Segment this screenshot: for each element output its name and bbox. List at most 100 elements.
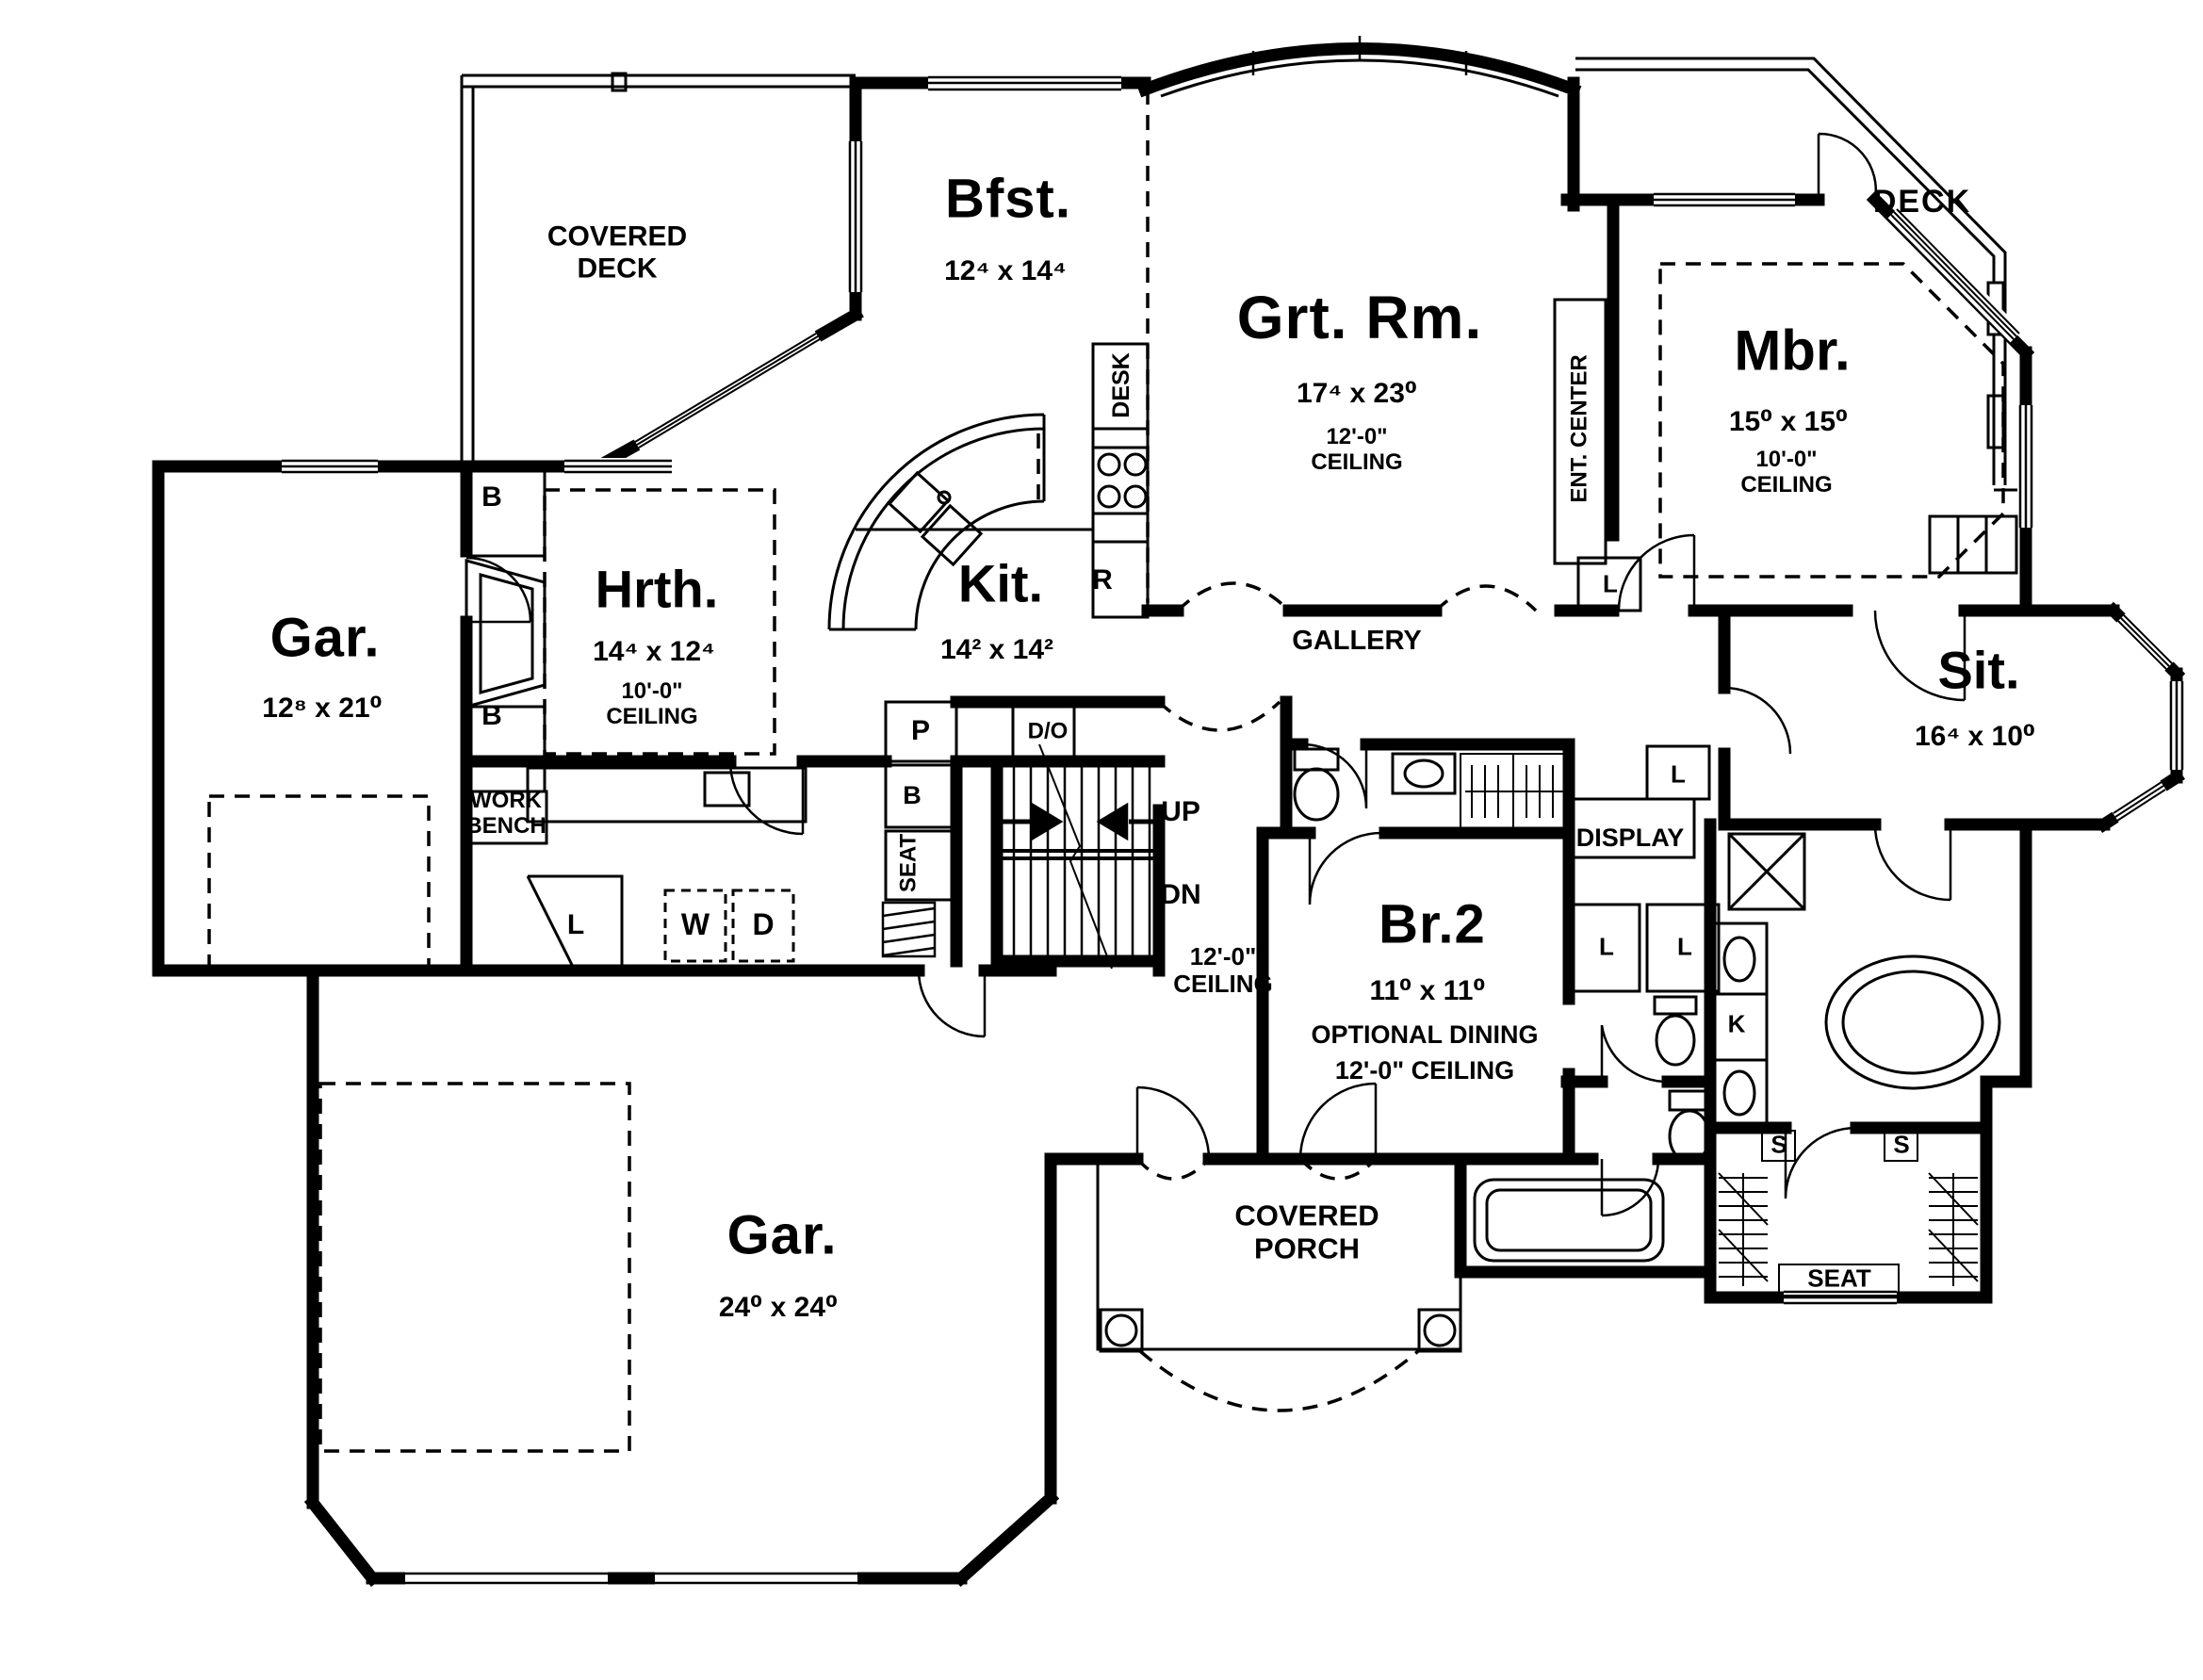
bench-box: [884, 763, 958, 829]
room-label-sit: Sit.: [1937, 640, 2020, 700]
window-deck-diagonal: [632, 330, 823, 451]
window-bfst-top: [928, 74, 1121, 91]
stairs: [881, 743, 1159, 970]
shelf-2-label: S: [1893, 1130, 1910, 1159]
linen-laundry-label: L: [566, 909, 585, 941]
bathtub: [1473, 1178, 1665, 1263]
linen-hall-box-1: [1572, 903, 1641, 993]
basement-stair-hatch: [881, 901, 937, 958]
desk-label: DESK: [1108, 352, 1134, 418]
door-br2: [1308, 831, 1382, 905]
room-label-deck: DECK: [1872, 183, 1972, 220]
room-ceiling-br2: 12'-0" CEILING: [1334, 1055, 1515, 1085]
window-bfst-left: [847, 141, 864, 292]
pantry-label: P: [910, 715, 931, 747]
door-hall-linen: [1600, 1024, 1669, 1084]
room-dim-kit: 14² x 14²: [939, 634, 1054, 666]
room-label-gar-left: Gar.: [269, 607, 381, 669]
range-label: R: [1092, 564, 1113, 596]
linen-mid-label: L: [1671, 759, 1686, 789]
window-closet-seat: [1784, 1289, 1897, 1306]
desk-box: [1091, 342, 1150, 431]
door-porch-1: [1135, 1085, 1211, 1160]
linen-top-box: [1576, 556, 1642, 612]
garage-door-2: [655, 1570, 857, 1587]
room-dim-gar-main: 24⁰ x 24⁰: [718, 1292, 839, 1324]
window-sit-bay-1: [2114, 612, 2176, 673]
bench-upper-label: B: [481, 481, 502, 514]
room-dim-sit: 16⁴ x 10⁰: [1914, 721, 2036, 753]
room-ceiling-grt-rm: 12'-0" CEILING: [1311, 424, 1403, 475]
garage-door-1: [405, 1570, 608, 1587]
work-bench-label: WORK BENCH: [465, 788, 547, 839]
fireplace: [465, 559, 547, 709]
up-label: UP: [1161, 796, 1200, 828]
stair-arrow-left: [1096, 802, 1129, 841]
door-mbr: [1617, 533, 1696, 612]
k-cabinet-label: K: [1727, 1009, 1746, 1038]
room-label-bfst: Bfst.: [945, 168, 1071, 230]
room-label-covered-deck: COVERED DECK: [547, 220, 688, 284]
door-lower-bath: [1600, 1158, 1660, 1217]
door-sit-main: [1873, 610, 1966, 702]
bench-lower-box: [465, 705, 547, 793]
toilet-hall-bath: [1293, 747, 1340, 822]
down-label: DN: [1160, 879, 1201, 911]
double-oven-label: D/O: [1027, 718, 1069, 744]
linen-mid-box: [1645, 744, 1711, 801]
dashed-porch-door-1: [1135, 1157, 1211, 1181]
shower: [1727, 832, 1806, 911]
display-label: DISPLAY: [1575, 823, 1685, 852]
room-label-br2: Br.2: [1379, 893, 1486, 955]
room-label-hrth: Hrth.: [595, 559, 719, 619]
window-mbr-top: [1654, 191, 1795, 208]
bathtub-oval: [1824, 954, 2001, 1090]
vanity-master: [1711, 922, 1769, 1125]
window-mbr-east: [2017, 405, 2034, 528]
seat-box: [884, 829, 958, 902]
closet-shelving: [1718, 1130, 1979, 1297]
room-dim-bfst: 12⁴ x 14⁴: [944, 255, 1067, 287]
door-sit-west: [1723, 686, 1792, 755]
dashed-hrth-ceiling: [543, 488, 776, 756]
door-porch-2: [1298, 1082, 1378, 1160]
door-swings: [465, 132, 1966, 1217]
room-label-gallery: GALLERY: [1292, 625, 1422, 656]
ent-center-label: ENT. CENTER: [1566, 354, 1592, 503]
laundry-counter: [526, 766, 808, 824]
shelf-1-label: S: [1771, 1130, 1787, 1159]
dryer-label: D: [752, 907, 775, 942]
door-hall-bath: [1301, 742, 1368, 809]
stair-break-line: [1038, 743, 1113, 970]
door-garage-entry: [917, 970, 987, 1038]
room-label-kit: Kit.: [957, 553, 1044, 613]
window-arch-glass: [1160, 36, 1559, 98]
window-mbr-bay: [1887, 205, 2023, 343]
dashed-mbr-ceiling: [1658, 262, 2005, 579]
window-garage-left: [282, 458, 378, 475]
room-ceiling-hrth: 10'-0" CEILING: [606, 678, 698, 729]
door-master-bath: [1873, 824, 1952, 902]
dashed-lines: [207, 90, 2005, 1453]
dashed-porch-step: [1138, 1349, 1420, 1412]
linen-hall-2-label: L: [1677, 932, 1692, 961]
display-niche: [1570, 797, 1696, 859]
washer-box: [663, 889, 727, 963]
linen-laundry-closet: [526, 874, 624, 971]
dryer-box: [731, 889, 795, 963]
room-label-covered-porch: COVERED PORCH: [1234, 1199, 1379, 1264]
mbr-dresser: [1928, 514, 2018, 575]
room-ceiling-mbr: 10'-0" CEILING: [1740, 447, 1833, 497]
bench-lower-label: B: [481, 700, 502, 732]
bench-upper-box: [465, 469, 547, 558]
ent-center-box: [1553, 298, 1607, 565]
room-dim-mbr: 15⁰ x 15⁰: [1728, 406, 1849, 438]
linen-hall-box-2: [1645, 903, 1721, 993]
room-dim-hrth: 14⁴ x 12⁴: [593, 636, 715, 668]
range-burners: [1097, 452, 1148, 509]
room-dim-gar-left: 12⁸ x 21⁰: [262, 693, 383, 725]
toilet-master: [1653, 995, 1698, 1067]
pantry-box: [884, 700, 958, 763]
room-dim-br2: 11⁰ x 11⁰: [1369, 975, 1486, 1007]
